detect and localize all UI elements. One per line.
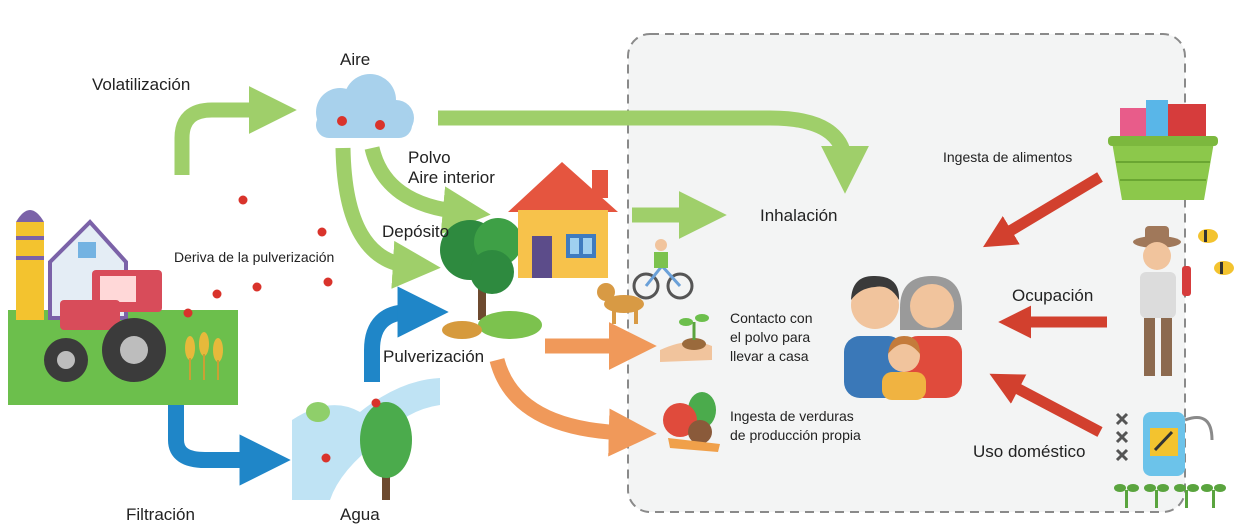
label-dust: Polvo <box>408 148 451 167</box>
label-deposit: Depósito <box>382 222 450 241</box>
label-spray-drift: Deriva de la pulverización <box>174 249 335 265</box>
to-vegetables-arrow <box>489 357 657 457</box>
label-occupation: Ocupación <box>1012 286 1094 305</box>
domestic-use-arrow <box>989 373 1103 437</box>
volatilization-arrow <box>174 85 297 175</box>
plants-icon <box>440 218 542 339</box>
green-arrows <box>174 85 869 289</box>
farm-icon <box>8 210 238 405</box>
label-volatilization: Volatilización <box>92 75 191 94</box>
deposit-arrow <box>335 147 441 289</box>
label-filtration: Filtración <box>126 505 195 524</box>
label-vegetables-line1: Ingesta de verduras <box>730 408 854 424</box>
household-exposure-panel <box>627 33 1186 513</box>
sprayer-icon <box>1115 412 1214 476</box>
label-home-dust-line2: el polvo para <box>730 329 811 345</box>
water-to-plants-arrow <box>364 286 449 382</box>
label-inhalation: Inhalación <box>760 206 838 225</box>
grocery-basket-icon <box>1108 100 1218 200</box>
dog-icon <box>597 283 644 324</box>
label-water: Agua <box>340 505 380 524</box>
red-arrows <box>983 172 1107 437</box>
filtration-arrow <box>168 405 291 486</box>
tree-icon <box>360 402 412 500</box>
orange-arrows <box>489 321 657 457</box>
label-domestic-use: Uso doméstico <box>973 442 1086 461</box>
label-spraying: Pulverización <box>383 347 485 366</box>
label-food-intake: Ingesta de alimentos <box>943 149 1073 165</box>
blue-arrows <box>168 286 449 486</box>
particle-dots <box>183 116 385 463</box>
label-home-dust-line1: Contacto con <box>730 310 813 326</box>
label-indoor-air: Aire interior <box>408 168 495 187</box>
vegetables-icon <box>663 392 720 452</box>
seedlings-icon <box>1114 484 1226 508</box>
cloud-icon <box>316 74 414 138</box>
house-icon <box>508 162 618 278</box>
label-vegetables-line2: de producción propia <box>730 427 861 443</box>
farmer-icon <box>1133 226 1191 376</box>
label-air: Aire <box>340 50 371 69</box>
family-icon <box>844 275 962 400</box>
label-home-dust-line3: llevar a casa <box>730 348 809 364</box>
air-to-house-arrow <box>364 146 491 235</box>
food-intake-arrow <box>983 172 1103 248</box>
bee-icon <box>1198 229 1234 275</box>
hand-seedling-icon <box>660 314 712 362</box>
cyclist-icon <box>632 239 694 300</box>
air-to-inhalation-arrow <box>438 110 869 194</box>
